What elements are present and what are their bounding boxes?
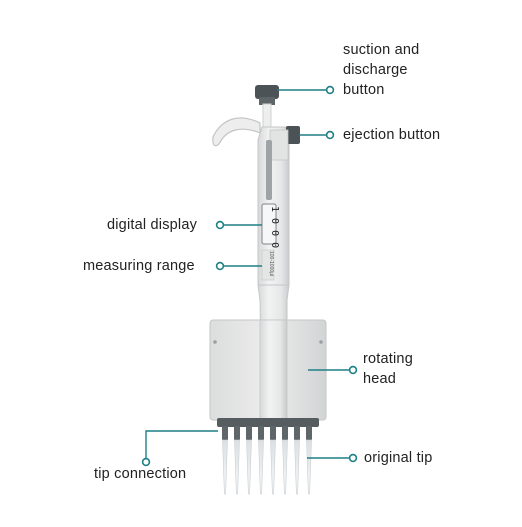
pipette-tip (258, 439, 264, 495)
tip-connector (234, 426, 240, 440)
digital-display-window: 1 0 0 0 (261, 203, 280, 248)
callout-dot-head (348, 365, 358, 375)
callout-dot-tip-connection (141, 457, 151, 467)
tip-connector (246, 426, 252, 440)
tips-group (222, 426, 312, 495)
callout-dot-suction (325, 85, 335, 95)
pipette-tip (294, 439, 300, 495)
tip-connector (294, 426, 300, 440)
pipette-tip (282, 439, 288, 495)
rotating-head[interactable] (209, 319, 327, 421)
callout-dot-ejection (325, 130, 335, 140)
tip-connector (306, 426, 312, 440)
pipette-tip (222, 439, 228, 495)
label-tip-connection: tip connection (94, 466, 187, 482)
pipette-tip (270, 439, 276, 495)
callout-line-tip-connection (145, 430, 218, 458)
display-reading: 1 0 0 0 (269, 206, 280, 248)
pipette-tip (234, 439, 240, 495)
label-ejection-button: ejection button (343, 127, 441, 143)
label-digital-display: digital display (107, 217, 198, 233)
label-suction-discharge-button: suction and discharge button (343, 42, 420, 98)
callout-dot-original-tip (348, 453, 358, 463)
callout-dot-display (215, 220, 225, 230)
grip-strip (266, 140, 272, 200)
callout-dot-range (215, 261, 225, 271)
range-marking: 100-1000µl (268, 251, 274, 276)
pipette-tip (246, 439, 252, 495)
ejection-button[interactable] (269, 126, 300, 161)
tip-connector (222, 426, 228, 440)
finger-hook (212, 117, 261, 147)
label-measuring-range: measuring range (83, 258, 195, 274)
tip-connector (258, 426, 264, 440)
label-original-tip: original tip (364, 450, 433, 466)
pipette-tip (306, 439, 312, 495)
plunger-button[interactable] (255, 85, 279, 131)
tip-connector-bar (217, 418, 319, 427)
tip-connector (282, 426, 288, 440)
tip-connector (270, 426, 276, 440)
label-rotating-head: rotating head (363, 351, 413, 387)
